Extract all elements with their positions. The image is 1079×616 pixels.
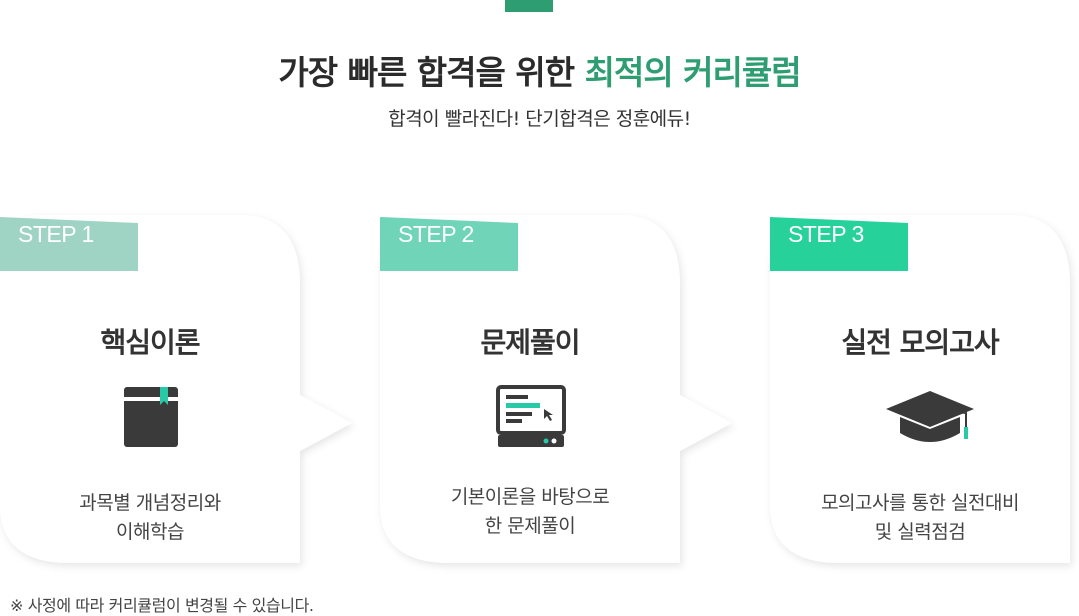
step-description-line1: 모의고사를 통한 실전대비: [821, 492, 1019, 514]
footer-note: ※ 사정에 따라 커리큘럼이 변경될 수 있습니다.: [10, 596, 314, 615]
step-description-line1: 과목별 개념정리와: [79, 492, 221, 514]
step-badge: STEP 3: [788, 221, 864, 247]
page-title-accent: 최적의 커리큘럼: [584, 53, 802, 92]
page-subtitle: 합격이 빨라진다! 단기합격은 정훈에듀!: [388, 108, 691, 130]
step-title: 핵심이론: [100, 326, 200, 359]
page-title-main: 가장 빠른 합격을 위한: [278, 53, 575, 92]
step-title: 실전 모의고사: [841, 326, 999, 359]
step-card-3: STEP 3 실전 모의고사 모의고사를 통한 실전대비 및 실력점검: [770, 205, 1070, 565]
book-icon: [120, 385, 182, 449]
top-accent-tab: [505, 0, 553, 12]
step-title: 문제풀이: [480, 326, 580, 359]
step-description-line2: 및 실력점검: [874, 521, 966, 543]
monitor-icon: [496, 385, 566, 449]
step-badge: STEP 1: [18, 221, 94, 247]
step-card-1: STEP 1 핵심이론 과목별 개념정리와 이해학습: [0, 205, 352, 565]
step-description: 모의고사를 통한 실전대비 및 실력점검: [770, 489, 1070, 547]
step-card-2: STEP 2 문제풀이 기본이론을 바탕으로 한 문제풀이: [380, 205, 732, 565]
step-description-line1: 기본이론을 바탕으로: [450, 486, 610, 508]
step-description: 기본이론을 바탕으로 한 문제풀이: [380, 483, 680, 541]
graduation-cap-icon: [886, 389, 974, 453]
step-badge: STEP 2: [398, 221, 474, 247]
step-description-line2: 이해학습: [116, 521, 184, 543]
page-title: 가장 빠른 합격을 위한 최적의 커리큘럼: [0, 46, 1079, 94]
step-card-3-shape: [770, 215, 1070, 563]
step-description-line2: 한 문제풀이: [484, 515, 576, 537]
step-description: 과목별 개념정리와 이해학습: [0, 489, 300, 547]
